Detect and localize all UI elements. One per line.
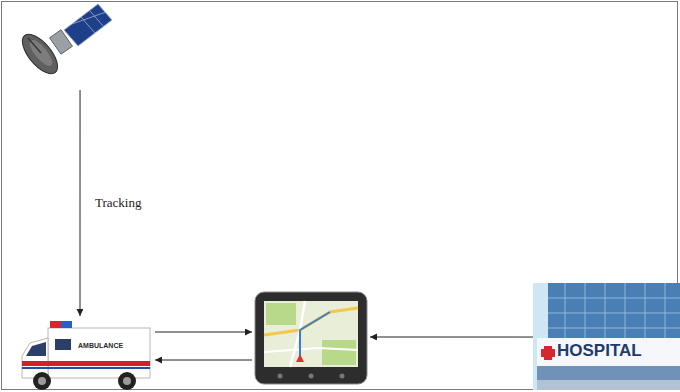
device-button xyxy=(309,374,314,379)
map-road xyxy=(264,308,358,335)
map-road xyxy=(264,348,358,352)
wheel xyxy=(33,372,51,390)
warning-light xyxy=(50,321,61,328)
node-label: HOSPITAL xyxy=(557,342,642,361)
device-frame xyxy=(255,292,367,384)
window-grid xyxy=(625,283,626,338)
ambulance-cab xyxy=(22,338,48,378)
window-grid xyxy=(548,313,680,314)
ambulance-illustration xyxy=(22,321,150,390)
window-grid xyxy=(645,283,646,338)
ambulance-node: AMBULANCE xyxy=(18,316,155,392)
device-button xyxy=(278,374,283,379)
dish-feed xyxy=(28,38,41,53)
ground xyxy=(537,380,680,390)
map-park xyxy=(322,340,356,365)
hospital-illustration xyxy=(533,283,680,390)
ambulance-box xyxy=(48,328,150,378)
window-grid xyxy=(585,283,586,338)
panel-grid xyxy=(81,17,95,33)
red-stripe xyxy=(22,361,150,366)
sign-band xyxy=(537,338,680,366)
solar-panel xyxy=(64,4,112,46)
side-window xyxy=(55,339,71,350)
connector-arrow xyxy=(80,90,81,316)
gps-device-node xyxy=(252,288,370,388)
device-button xyxy=(340,374,345,379)
map-route xyxy=(300,312,330,360)
edge-label: Tracking xyxy=(95,195,141,211)
satellite-illustration xyxy=(16,4,112,79)
satellite-node xyxy=(20,0,115,90)
position-marker xyxy=(296,354,304,362)
sky xyxy=(533,283,680,390)
device-screen xyxy=(264,301,358,367)
node-label: AMBULANCE xyxy=(78,342,123,350)
windshield xyxy=(26,342,46,356)
satellite-body xyxy=(50,30,73,54)
connector-arrow xyxy=(155,332,252,333)
warning-light xyxy=(61,321,72,328)
panel-grid xyxy=(90,11,104,27)
hospital-node: HOSPITAL xyxy=(533,283,678,390)
window-grid xyxy=(665,283,666,338)
wheel-hub xyxy=(38,377,46,385)
wheel-hub xyxy=(123,377,131,385)
window-grid xyxy=(605,283,606,338)
window-grid xyxy=(565,283,566,338)
window-grid xyxy=(548,298,680,299)
window-grid xyxy=(548,328,680,329)
building-base xyxy=(537,366,680,390)
dish-inner xyxy=(26,37,56,69)
connector-arrow xyxy=(370,337,533,338)
connector-arrow xyxy=(155,360,252,361)
map-road xyxy=(290,301,305,367)
map-park xyxy=(266,303,296,325)
wheel xyxy=(118,372,136,390)
satellite-dish xyxy=(16,29,64,80)
blue-stripe xyxy=(22,367,150,369)
red-cross xyxy=(541,349,555,357)
gps-device-illustration xyxy=(255,292,367,384)
panel-grid xyxy=(72,12,106,24)
